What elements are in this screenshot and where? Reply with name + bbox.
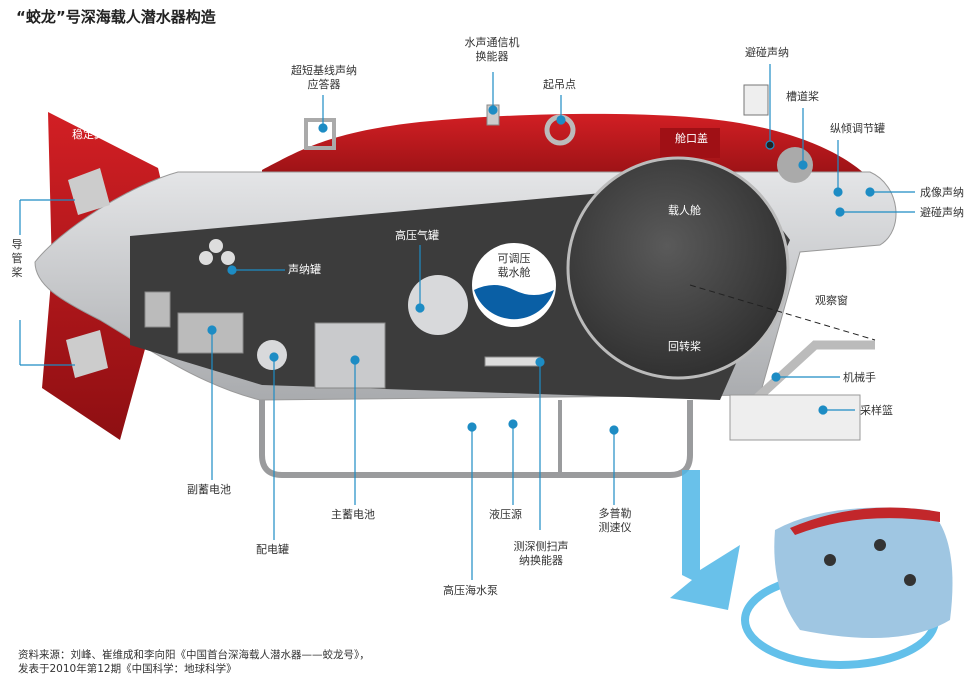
- label-obstacle-sonar-front: 避碰声纳: [920, 206, 964, 219]
- label-guide-propeller: 导管桨: [11, 238, 23, 279]
- label-hydraulic-source: 液压源: [489, 508, 522, 521]
- label-ballast-tank: 可调压载水舱: [497, 252, 531, 279]
- label-distribution-tank: 配电罐: [256, 543, 289, 556]
- arrow: [670, 470, 740, 610]
- submarine-photo: [741, 507, 953, 669]
- page-title: “蛟龙”号深海载人潜水器构造: [16, 8, 216, 26]
- label-lift-point: 起吊点: [543, 78, 576, 91]
- label-rotary-thruster: 回转桨: [668, 340, 701, 353]
- label-doppler: 多普勒测速仪: [598, 507, 632, 534]
- label-sample-basket: 采样篮: [860, 404, 893, 417]
- label-acoustic-comm: 水声通信机换能器: [464, 36, 520, 63]
- label-aux-battery: 副蓄电池: [187, 483, 231, 496]
- label-hp-gas-tank: 高压气罐: [395, 229, 439, 242]
- hatch: [660, 128, 720, 158]
- source-note: 资料来源：刘峰、崔维成和李向阳《中国首台深海载人潜水器——蛟龙号》， 发表于20…: [18, 648, 370, 676]
- label-obstacle-sonar-top: 避碰声纳: [745, 46, 789, 59]
- source-line-2: 发表于2010年第12期《中国科学：地球科学》: [18, 663, 237, 675]
- manned-sphere: [566, 156, 790, 380]
- label-sonar-tank: 声纳罐: [288, 263, 321, 276]
- label-trim-tank: 纵倾调节罐: [830, 122, 885, 135]
- label-tunnel-thruster: 槽道桨: [786, 90, 819, 103]
- label-hp-seawater-pump: 高压海水泵: [443, 584, 498, 597]
- label-manipulator: 机械手: [843, 371, 876, 384]
- label-main-battery: 主蓄电池: [331, 508, 375, 521]
- label-imaging-sonar: 成像声纳: [920, 186, 964, 199]
- label-usbl-transponder: 超短基线声纳应答器: [291, 64, 357, 91]
- label-depth-sidescan: 测深侧扫声纳换能器: [513, 540, 569, 567]
- label-manned-cabin: 载人舱: [668, 204, 701, 217]
- skid-frame: [259, 400, 693, 478]
- source-line-1: 资料来源：刘峰、崔维成和李向阳《中国首台深海载人潜水器——蛟龙号》，: [18, 649, 370, 661]
- label-stabilizer-wing: 稳定翼: [72, 128, 105, 141]
- label-hatch-cover: 舱口盖: [675, 132, 708, 145]
- label-viewport: 观察窗: [815, 294, 848, 307]
